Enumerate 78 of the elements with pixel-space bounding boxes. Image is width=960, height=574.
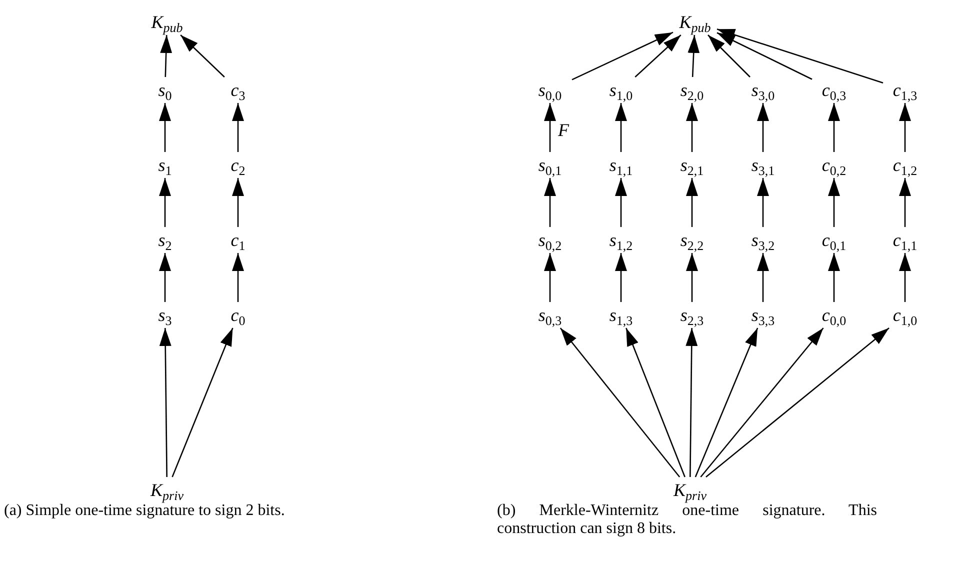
symbol-label: s$_{1}$	[140, 152, 190, 178]
arrow	[828, 253, 840, 302]
symbol-label: c$_{1}$	[213, 227, 263, 253]
symbol-label: K$_{pub}$	[670, 9, 720, 35]
symbol-label: c$_{1,2}$	[880, 152, 930, 178]
symbol-label: c$_{1,3}$	[880, 77, 930, 103]
symbol-label: c$_{0,2}$	[809, 152, 859, 178]
arrow	[615, 178, 627, 227]
arrow	[828, 103, 840, 152]
symbol-label: c$_{0,3}$	[809, 77, 859, 103]
arrow	[160, 34, 172, 78]
arrow	[560, 328, 680, 478]
arrow	[700, 328, 824, 478]
arrow	[686, 178, 698, 227]
figure-caption: (b) Merkle-Winternitz one-time signature. This construction can sign 8 bits.	[497, 502, 877, 538]
arrow	[688, 34, 700, 78]
arrow	[615, 103, 627, 152]
arrow	[686, 253, 698, 302]
arrow	[159, 253, 171, 302]
arrow	[159, 103, 171, 152]
arrow	[757, 253, 769, 302]
symbol-label: s$_{1,3}$	[596, 302, 646, 328]
symbol-label: c$_{1,1}$	[880, 227, 930, 253]
symbol-label: s$_{0,3}$	[525, 302, 575, 328]
symbol-label: K$_{priv}$	[142, 477, 192, 503]
arrow	[716, 32, 812, 80]
symbol-label: s$_{1,1}$	[596, 152, 646, 178]
symbol-label: s$_{0}$	[140, 77, 190, 103]
arrow	[615, 253, 627, 302]
arrow	[694, 328, 758, 478]
arrow	[159, 178, 171, 227]
arrow	[757, 103, 769, 152]
symbol-label: K$_{priv}$	[665, 477, 715, 503]
figure-caption: (a) Simple one-time signature to sign 2 bits.	[4, 502, 286, 520]
arrow	[716, 28, 884, 84]
arrow	[232, 253, 244, 302]
arrow	[626, 328, 686, 478]
arrow	[232, 103, 244, 152]
symbol-label: s$_{2,1}$	[667, 152, 717, 178]
arrow	[180, 34, 225, 78]
symbol-label: s$_{0,1}$	[525, 152, 575, 178]
arrow	[686, 103, 698, 152]
arrow	[706, 328, 890, 478]
arrow	[159, 328, 172, 477]
symbol-label: s$_{3,1}$	[738, 152, 788, 178]
arrow	[232, 178, 244, 227]
symbol-label: s$_{2,2}$	[667, 227, 717, 253]
symbol-label: s$_{3,3}$	[738, 302, 788, 328]
symbol-label: s$_{0,2}$	[525, 227, 575, 253]
symbol-label: s$_{3,0}$	[738, 77, 788, 103]
arrow	[686, 328, 698, 477]
symbol-label: s$_{1,0}$	[596, 77, 646, 103]
symbol-label: s$_{2}$	[140, 227, 190, 253]
arrow	[634, 34, 682, 78]
symbol-label: s$_{2,0}$	[667, 77, 717, 103]
symbol-label: c$_{3}$	[213, 77, 263, 103]
symbol-label: K$_{pub}$	[142, 9, 192, 35]
symbol-label: c$_{1,0}$	[880, 302, 930, 328]
symbol-label: c$_{0,1}$	[809, 227, 859, 253]
arrow	[544, 253, 556, 302]
arrow	[572, 32, 674, 80]
arrow	[708, 34, 750, 78]
symbol-label: s$_{2,3}$	[667, 302, 717, 328]
symbol-label: s$_{3}$	[140, 302, 190, 328]
symbol-label: s$_{3,2}$	[738, 227, 788, 253]
arrow	[544, 103, 556, 152]
arrow	[757, 178, 769, 227]
arrow	[544, 178, 556, 227]
arrow	[899, 178, 911, 227]
symbol-label: s$_{0,0}$	[525, 77, 575, 103]
symbol-label: c$_{0,0}$	[809, 302, 859, 328]
symbol-label: c$_{2}$	[213, 152, 263, 178]
arrow	[172, 328, 234, 478]
arrow	[899, 253, 911, 302]
arrow	[899, 103, 911, 152]
symbol-label: c$_{0}$	[213, 302, 263, 328]
symbol-label: s$_{1,2}$	[596, 227, 646, 253]
arrow	[828, 178, 840, 227]
